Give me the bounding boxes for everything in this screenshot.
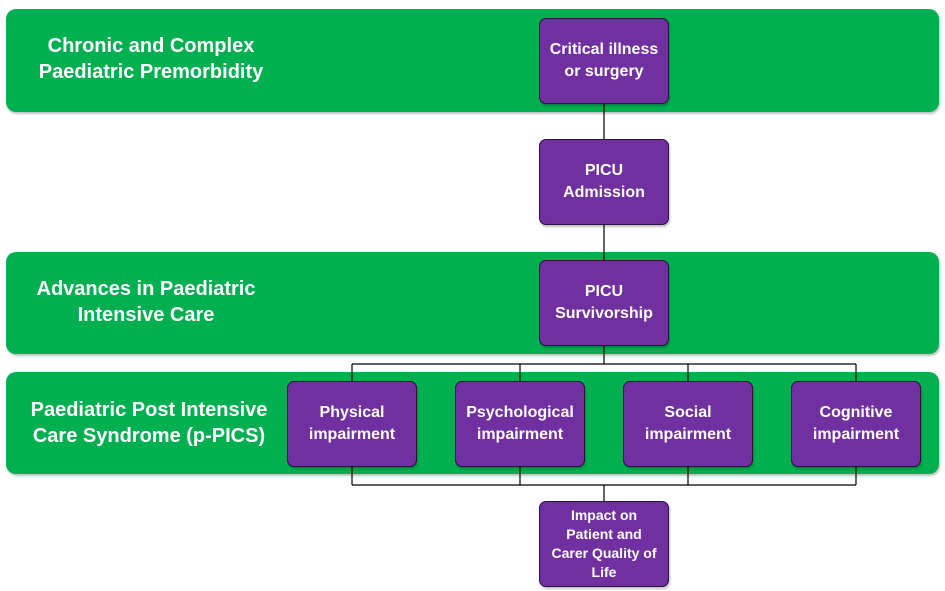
- node-psychological-impairment-label: Psychological impairment: [466, 404, 574, 443]
- node-physical-impairment-label: Physical impairment: [308, 404, 396, 443]
- band-label-premorbidity: Chronic and Complex Paediatric Premorbid…: [38, 35, 264, 83]
- node-critical-illness-label: Critical illness or surgery: [549, 41, 659, 80]
- node-critical-illness: Critical illness or surgery: [539, 18, 669, 104]
- band-label-advances: Advances in Paediatric Intensive Care: [36, 278, 256, 326]
- node-picu-survivorship-label: PICU Survivorship: [555, 283, 653, 322]
- node-picu-survivorship: PICU Survivorship: [539, 260, 669, 346]
- node-physical-impairment: Physical impairment: [287, 381, 417, 467]
- node-cognitive-impairment-label: Cognitive impairment: [812, 404, 900, 443]
- node-picu-admission: PICU Admission: [539, 139, 669, 225]
- band-advances: Advances in Paediatric Intensive Care: [6, 252, 939, 354]
- node-social-impairment: Social impairment: [623, 381, 753, 467]
- band-label-pics: Paediatric Post Intensive Care Syndrome …: [30, 399, 268, 447]
- node-impact-quality-of-life: Impact on Patient and Carer Quality of L…: [539, 501, 669, 587]
- node-cognitive-impairment: Cognitive impairment: [791, 381, 921, 467]
- node-picu-admission-label: PICU Admission: [563, 162, 645, 201]
- node-impact-quality-of-life-label: Impact on Patient and Carer Quality of L…: [551, 507, 657, 580]
- node-psychological-impairment: Psychological impairment: [455, 381, 585, 467]
- node-social-impairment-label: Social impairment: [644, 404, 732, 443]
- band-premorbidity: Chronic and Complex Paediatric Premorbid…: [6, 9, 939, 112]
